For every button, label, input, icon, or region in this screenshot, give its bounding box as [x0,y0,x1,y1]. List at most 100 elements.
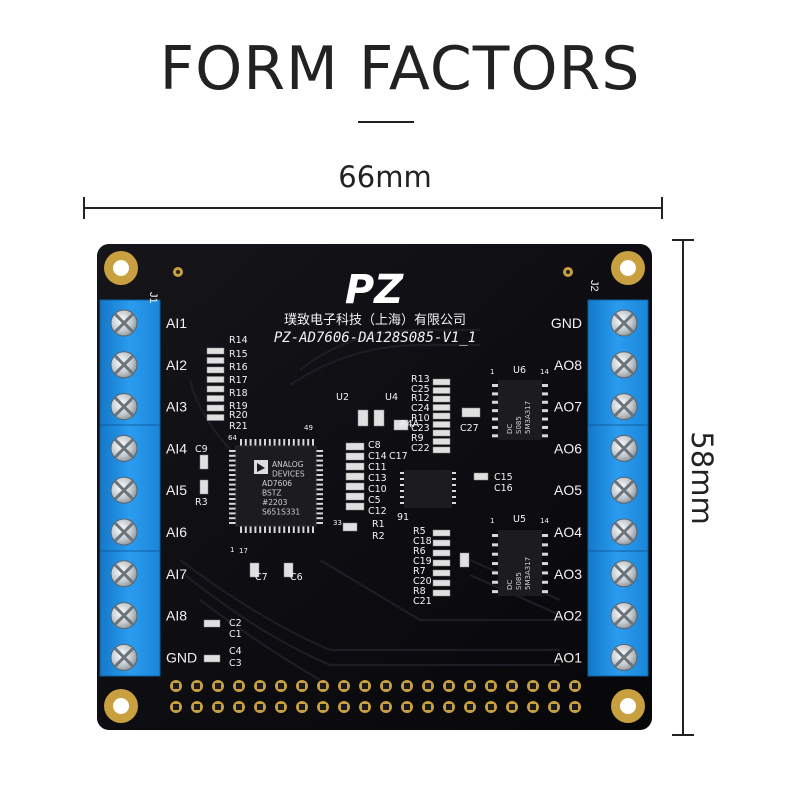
ref-designator: C4 [229,646,242,657]
header-pin [443,680,455,692]
ref-designator: R15 [229,349,248,360]
header-pin [485,680,497,692]
terminal-screw [110,393,138,421]
ref-designator: C16 [494,483,513,494]
ref-designator: R10 [411,413,430,424]
chip-pin-number: 64 [228,434,237,442]
pin1-marker: 1 [490,517,494,525]
ic-marking: DC [506,424,514,434]
header-pin [527,701,539,713]
ref-designator: R12 [411,393,430,404]
pin-header [170,680,581,713]
header-pin [485,701,497,713]
header-pin [422,680,434,692]
header-pin [317,680,329,692]
ic-marking: S085 [515,416,523,434]
pin-label-right: AO6 [554,440,582,456]
terminal-screw [110,602,138,630]
ref-designator: C1 [229,629,242,640]
ref-designator: C25 [411,384,430,395]
header-pin [548,680,560,692]
page-title: FORM FACTORS [159,34,641,104]
ref-designator: C5 [368,495,381,506]
ic-marking: S085 [515,572,523,590]
connector-j1-label: J1 [147,292,159,304]
ref-designator: R4A [400,419,420,430]
terminal-screw [110,434,138,462]
ref-designator: C11 [368,462,387,473]
chip-pin-number: 17 [239,547,248,555]
ref-designator: U2 [336,392,349,403]
terminal-screw [610,434,638,462]
pin14-marker: 14 [540,517,549,525]
ref-designator: C20 [413,576,432,587]
header-pin [401,701,413,713]
chip-marking: ANALOG [272,460,304,469]
header-pin [569,701,581,713]
terminal-screw [110,518,138,546]
ref-designator: R18 [229,388,248,399]
ref-designator: R14 [229,335,248,346]
pin-label-left: AI7 [166,566,187,582]
pin1-marker: 1 [490,368,494,376]
header-pin [569,680,581,692]
ref-designator: C17 [389,451,408,462]
connector-j2-label: J2 [588,280,600,292]
ref-designator: U4 [385,392,398,403]
height-tick-bottom [672,734,694,736]
header-pin [359,680,371,692]
pin-label-right: AO3 [554,566,582,582]
pin-label-right: AO4 [554,524,582,540]
ref-designator: C23 [411,423,430,434]
ref-designator: R21 [229,421,248,432]
chip-pin-number: 33 [333,519,342,527]
pcb-body [97,244,652,730]
header-pin [275,701,287,713]
ref-designator: C8 [368,440,381,451]
ref-designator: R19 [229,401,248,412]
pin-label-left: AI6 [166,524,187,540]
ref-designator: C14 [368,451,387,462]
ic-marking: 5M3A317 [524,557,532,590]
header-pin [212,701,224,713]
width-dimension-line [84,207,662,209]
ref-designator: R16 [229,362,248,373]
header-pin [359,701,371,713]
terminal-screw [110,643,138,671]
ref-designator: R9 [411,433,424,444]
pin-label-right: AO8 [554,357,582,373]
ref-designator: C13 [368,473,387,484]
terminal-screw [110,560,138,588]
ref-designator: R7 [413,566,426,577]
pin14-marker: 14 [540,368,549,376]
header-pin [548,701,560,713]
pin-label-right: AO1 [554,649,582,665]
pin-label-left: AI8 [166,608,187,624]
chip-marking: #2203 [262,498,288,507]
pin-label-right: GND [551,315,582,331]
ref-designator: R1 [372,519,385,530]
ref-designator: R8 [413,586,426,597]
header-pin [380,701,392,713]
pin-label-left: AI1 [166,315,187,331]
ic-ref: U5 [513,514,526,525]
ref-designator: C24 [411,403,430,414]
terminal-screw [610,560,638,588]
header-pin [506,701,518,713]
pin-label-left: AI3 [166,399,187,415]
terminal-screw [610,643,638,671]
header-pin [464,701,476,713]
company-name: 璞致电子科技（上海）有限公司 [284,313,466,328]
ref-designator: C12 [368,506,387,517]
pin-label-left: AI4 [166,440,187,456]
height-dimension-line [682,240,684,735]
header-pin [254,701,266,713]
pin-label-right: AO2 [554,608,582,624]
ref-designator: C27 [460,423,479,434]
ref-designator: R5 [413,526,426,537]
header-pin [338,680,350,692]
ref-designator: C7 [255,572,268,583]
pz-logo: PZ [345,267,404,313]
